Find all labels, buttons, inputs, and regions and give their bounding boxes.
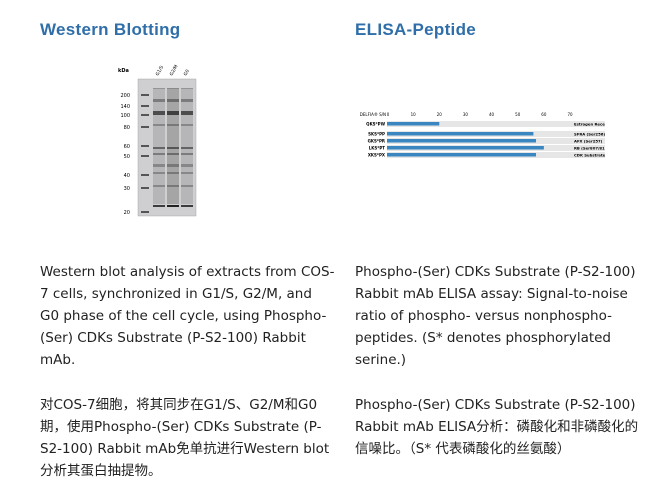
x-tick-label: 40 <box>489 112 495 117</box>
protein-band <box>181 172 193 174</box>
marker-label: 140 <box>120 104 130 110</box>
marker-label: 200 <box>120 93 130 99</box>
protein-band <box>153 99 165 102</box>
protein-band <box>153 111 165 115</box>
protein-band <box>153 124 165 126</box>
western-blotting-title: Western Blotting <box>40 20 181 39</box>
protein-band <box>181 205 193 207</box>
protein-band <box>167 185 179 187</box>
x-tick-label: 20 <box>437 112 443 117</box>
marker-band <box>141 155 149 157</box>
protein-band <box>167 172 179 174</box>
protein-band <box>181 147 193 149</box>
peptide-label: AFX (Ser257) <box>574 139 603 144</box>
x-axis-label: DELFIA® S/N <box>360 112 386 117</box>
elisa-peptide-title: ELISA-Peptide <box>355 20 477 39</box>
category-label: GKS*PR <box>368 139 385 144</box>
marker-label: 100 <box>120 113 130 119</box>
protein-band <box>153 185 165 187</box>
protein-band <box>181 153 193 155</box>
x-tick-label: 60 <box>541 112 547 117</box>
marker-label: 40 <box>124 173 130 179</box>
bar <box>387 153 537 157</box>
marker-label: 80 <box>124 125 130 131</box>
marker-label: 60 <box>124 144 130 150</box>
category-label: LKS*PT <box>369 146 386 151</box>
protein-band <box>153 172 165 174</box>
elisa-chart: DELFIA® S/N010203040506070QKS*PW20Estrog… <box>360 112 605 158</box>
kda-label: kDa <box>118 68 129 74</box>
peptide-label: SFRA (Ser256) <box>574 132 605 137</box>
protein-band <box>181 124 193 126</box>
protein-band <box>181 164 193 167</box>
western-caption-en: Western blot analysis of extracts from C… <box>40 264 335 368</box>
lane-label: G0 <box>183 68 191 77</box>
marker-band <box>141 174 149 176</box>
protein-band <box>153 147 165 149</box>
western-caption-zh: 对COS-7细胞，将其同步在G1/S、G2/M和G0期，使用Phospho-(S… <box>40 397 330 479</box>
marker-band <box>141 211 149 213</box>
marker-label: 30 <box>124 186 130 192</box>
protein-band <box>167 99 179 102</box>
x-tick-label: 10 <box>411 112 417 117</box>
category-label: XKS*PX <box>368 153 385 158</box>
protein-band <box>181 111 193 115</box>
x-tick-label: 30 <box>463 112 469 117</box>
bar <box>387 132 534 136</box>
protein-band <box>153 164 165 167</box>
x-tick-label: 0 <box>387 112 390 117</box>
lane-label: G1/S <box>155 65 166 77</box>
protein-band <box>167 205 179 207</box>
marker-band <box>141 114 149 116</box>
protein-band <box>153 205 165 207</box>
elisa-caption-en: Phospho-(Ser) CDKs Substrate (P-S2-100) … <box>355 264 636 368</box>
elisa-caption-zh: Phospho-(Ser) CDKs Substrate (P-S2-100) … <box>355 397 639 457</box>
marker-band <box>141 126 149 128</box>
protein-band <box>181 185 193 187</box>
x-tick-label: 50 <box>515 112 521 117</box>
protein-band <box>167 111 179 115</box>
protein-band <box>167 153 179 155</box>
protein-band <box>181 99 193 102</box>
category-label: QKS*PW <box>366 122 385 127</box>
bar <box>387 146 544 150</box>
category-label: SKS*PP <box>368 132 385 137</box>
marker-band <box>141 94 149 96</box>
protein-band <box>167 124 179 126</box>
row-background <box>387 121 605 127</box>
lane-label: G2/M <box>169 64 180 77</box>
protein-band <box>167 147 179 149</box>
marker-band <box>141 187 149 189</box>
bar <box>387 122 440 126</box>
bar <box>387 139 537 143</box>
marker-label: 20 <box>124 210 130 216</box>
marker-band <box>141 145 149 147</box>
protein-band <box>167 164 179 167</box>
protein-band <box>181 88 193 89</box>
x-tick-label: 70 <box>567 112 573 117</box>
protein-band <box>153 153 165 155</box>
peptide-label: RB (Ser807/811) <box>574 146 605 151</box>
protein-band <box>153 88 165 89</box>
peptide-label: CDK Substrate Mix <box>574 153 605 158</box>
peptide-label: Estrogen Receptor(Ser105) <box>574 122 605 127</box>
marker-label: 50 <box>124 154 130 160</box>
protein-band <box>167 88 179 89</box>
marker-band <box>141 105 149 107</box>
